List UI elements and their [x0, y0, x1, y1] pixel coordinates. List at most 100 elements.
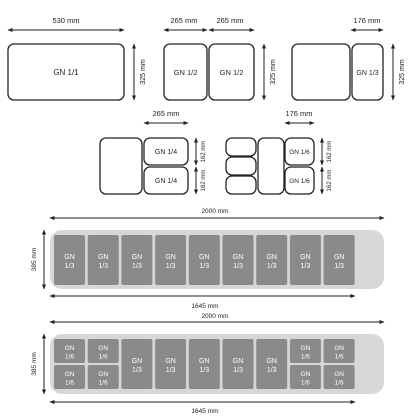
counter-1-pan-gn-1-3 [155, 235, 187, 285]
counter-2-pan-gn-1-6 [54, 339, 85, 363]
counter-1-pan-gn-1-3 [54, 235, 85, 285]
pan-label-gn-1-2-right: GN 1/2 [220, 68, 244, 77]
counter-2-pan-gn-1-6-label: 1/6 [99, 380, 108, 387]
counter-2-pan-gn-1-3-label: GN [165, 358, 176, 365]
counter-2-pan-gn-1-3 [256, 339, 288, 389]
counter-2-pan-gn-1-3 [121, 339, 153, 389]
counter-2-pan-gn-1-3-label: 1/3 [233, 367, 243, 374]
counter-1-pans: GN1/3GN1/3GN1/3GN1/3GN1/3GN1/3GN1/3GN1/3… [54, 235, 355, 285]
counter-1: 2000 mm 385 mm GN 1/3 GN 1/3 GN 1/3 GN 1/3 GN 1/3… [31, 208, 385, 310]
counter-2-pan-gn-1-6-label: GN [65, 345, 75, 352]
counter-2-pan-gn-1-3-label: 1/3 [166, 367, 176, 374]
pan-label-gn-1-1: GN 1/1 [53, 68, 79, 77]
gn-1-3-group: 176 mm GN 1/3 325 mm [291, 16, 406, 101]
counter-1-pan-gn-1-3-label: GN [165, 254, 176, 261]
gn-1-2-group: 265 mm 265 mm GN 1/2 GN 1/2 325 mm [163, 16, 277, 101]
gn-1-1-group: 530 mm GN 1/1 325 mm [7, 16, 147, 101]
counter-2-pan-gn-1-3-label: 1/3 [132, 367, 142, 374]
width-label-265-a: 265 mm [170, 16, 197, 25]
pan-gn-1-2-left [163, 43, 208, 101]
counter-1-pan-gn-1-3-label: 1/3 [233, 263, 243, 270]
counter-1-pan-gn-1-3-label: GN [132, 254, 143, 261]
length-label-1645-b: 1645 mm [191, 408, 218, 415]
counter-2-pan-gn-1-6-label: 1/6 [301, 354, 310, 361]
height-label-162-b: 162 mm [201, 170, 207, 192]
counter-2-pan-gn-1-6-label: 1/6 [301, 380, 310, 387]
counter-2-pan-gn-1-6 [289, 339, 321, 363]
counter-2-pan-gn-1-6-label: GN [334, 371, 344, 378]
gn-1-4-group: 265 mm GN 1/4 GN 1/4 162 mm 162 mm [99, 109, 207, 195]
counter-2-pan-gn-1-3-label: 1/3 [199, 367, 209, 374]
pan-gn-1-3 [351, 43, 384, 101]
pan-gn-1-2-right [208, 43, 255, 101]
counter-2-pan-gn-1-3 [188, 339, 220, 389]
gn-1-6-group: 176 mm GN 1/6 GN 1/6 162 mm 162 mm [225, 109, 333, 195]
pan-gn-1-1 [7, 43, 125, 101]
height-label-325-a: 325 mm [140, 59, 147, 84]
counter-1-pan-gn-1-3-label: GN [300, 254, 311, 261]
counter-1-pan-gn-1-3-label: GN [334, 254, 345, 261]
counter-1-pan-gn-1-3-label: 1/3 [65, 263, 75, 270]
counter-2-pan-gn-1-3-label: 1/3 [267, 367, 277, 374]
depth-label-385-b: 385 mm [31, 352, 38, 375]
counter-1-pan-gn-1-3-label: GN [98, 254, 109, 261]
pan-gn-1-6-bottom [284, 166, 315, 195]
counter-2-pan-gn-1-3-label: GN [233, 358, 244, 365]
height-label-162-d: 162 mm [327, 170, 333, 192]
counter-2-pan-gn-1-6 [54, 365, 85, 389]
counter-1-pan-gn-1-3-label: 1/3 [334, 263, 344, 270]
height-label-325-b: 325 mm [270, 59, 277, 84]
height-label-325-c: 325 mm [399, 59, 406, 84]
pan-gn-1-3-lower [257, 137, 285, 195]
counter-1-pan-gn-1-3 [323, 235, 355, 285]
counter-2-pan-gn-1-6-label: 1/6 [335, 354, 344, 361]
counter-1-pan-gn-1-3-label: 1/3 [98, 263, 108, 270]
counter-1-pan-gn-1-3 [256, 235, 288, 285]
counter-1-pan-gn-1-3-label: GN [233, 254, 244, 261]
counter-2-pan-gn-1-6-label: GN [98, 345, 108, 352]
width-label-265-c: 265 mm [152, 109, 179, 118]
pan-gn-1-9-bottom [225, 175, 257, 195]
width-label-176-a: 176 mm [353, 16, 380, 25]
counter-2-pan-gn-1-6 [323, 365, 355, 389]
counter-1-pan-gn-1-3 [87, 235, 119, 285]
counter-2-pan-gn-1-6-label: GN [301, 371, 311, 378]
counter-1-pan-gn-1-3-label: GN [64, 254, 75, 261]
pan-gn-1-4-bottom [143, 166, 189, 195]
counter-1-pan-gn-1-3-label: 1/3 [166, 263, 176, 270]
counter-1-pan-gn-1-3-label: GN [266, 254, 277, 261]
height-label-162-c: 162 mm [327, 141, 333, 163]
counter-1-pan-gn-1-3-label: 1/3 [301, 263, 311, 270]
counter-1-pan-gn-1-3-label: 1/3 [132, 263, 142, 270]
counter-2-pan-gn-1-3-label: GN [266, 358, 277, 365]
counter-1-pan-gn-1-3 [289, 235, 321, 285]
counter-2-pan-gn-1-6-label: GN [65, 371, 75, 378]
counter-2-pan-gn-1-3-label: GN [132, 358, 143, 365]
pan-gn-1-4-top [143, 137, 189, 166]
counter-1-pan-gn-1-3 [222, 235, 254, 285]
counter-2-pan-gn-1-3 [222, 339, 254, 389]
length-label-1645-a: 1645 mm [191, 303, 218, 310]
pan-gn-1-9-middle [225, 156, 257, 176]
counter-1-pan-gn-1-3 [188, 235, 220, 285]
counter-2-pan-gn-1-3 [155, 339, 187, 389]
counter-1-pan-gn-1-3 [121, 235, 153, 285]
counter-2-pan-gn-1-6 [289, 365, 321, 389]
counter-2-pan-gn-1-6 [87, 365, 119, 389]
length-label-2000-a: 2000 mm [201, 208, 228, 215]
pan-label-gn-1-3: GN 1/3 [356, 70, 378, 77]
pan-label-gn-1-4-bottom: GN 1/4 [155, 178, 177, 185]
pan-gn-1-6-top [284, 137, 315, 166]
counter-2-pan-gn-1-6 [323, 339, 355, 363]
depth-label-385-a: 385 mm [31, 248, 38, 271]
pan-label-gn-1-4-top: GN 1/4 [155, 149, 177, 156]
pan-gn-1-2-lower [99, 137, 143, 195]
counter-2-pans: GN1/6GN1/6GN1/6GN1/6GN1/3GN1/3GN1/3GN1/3… [54, 339, 355, 389]
pan-gn-1-9-top [225, 137, 257, 157]
length-label-2000-b: 2000 mm [201, 313, 228, 320]
counter-2-pan-gn-1-6 [87, 339, 119, 363]
counter-2-pan-gn-1-6-label: GN [334, 345, 344, 352]
counter-2-pan-gn-1-6-label: 1/6 [335, 380, 344, 387]
counter-2-pan-gn-1-6-label: GN [301, 345, 311, 352]
